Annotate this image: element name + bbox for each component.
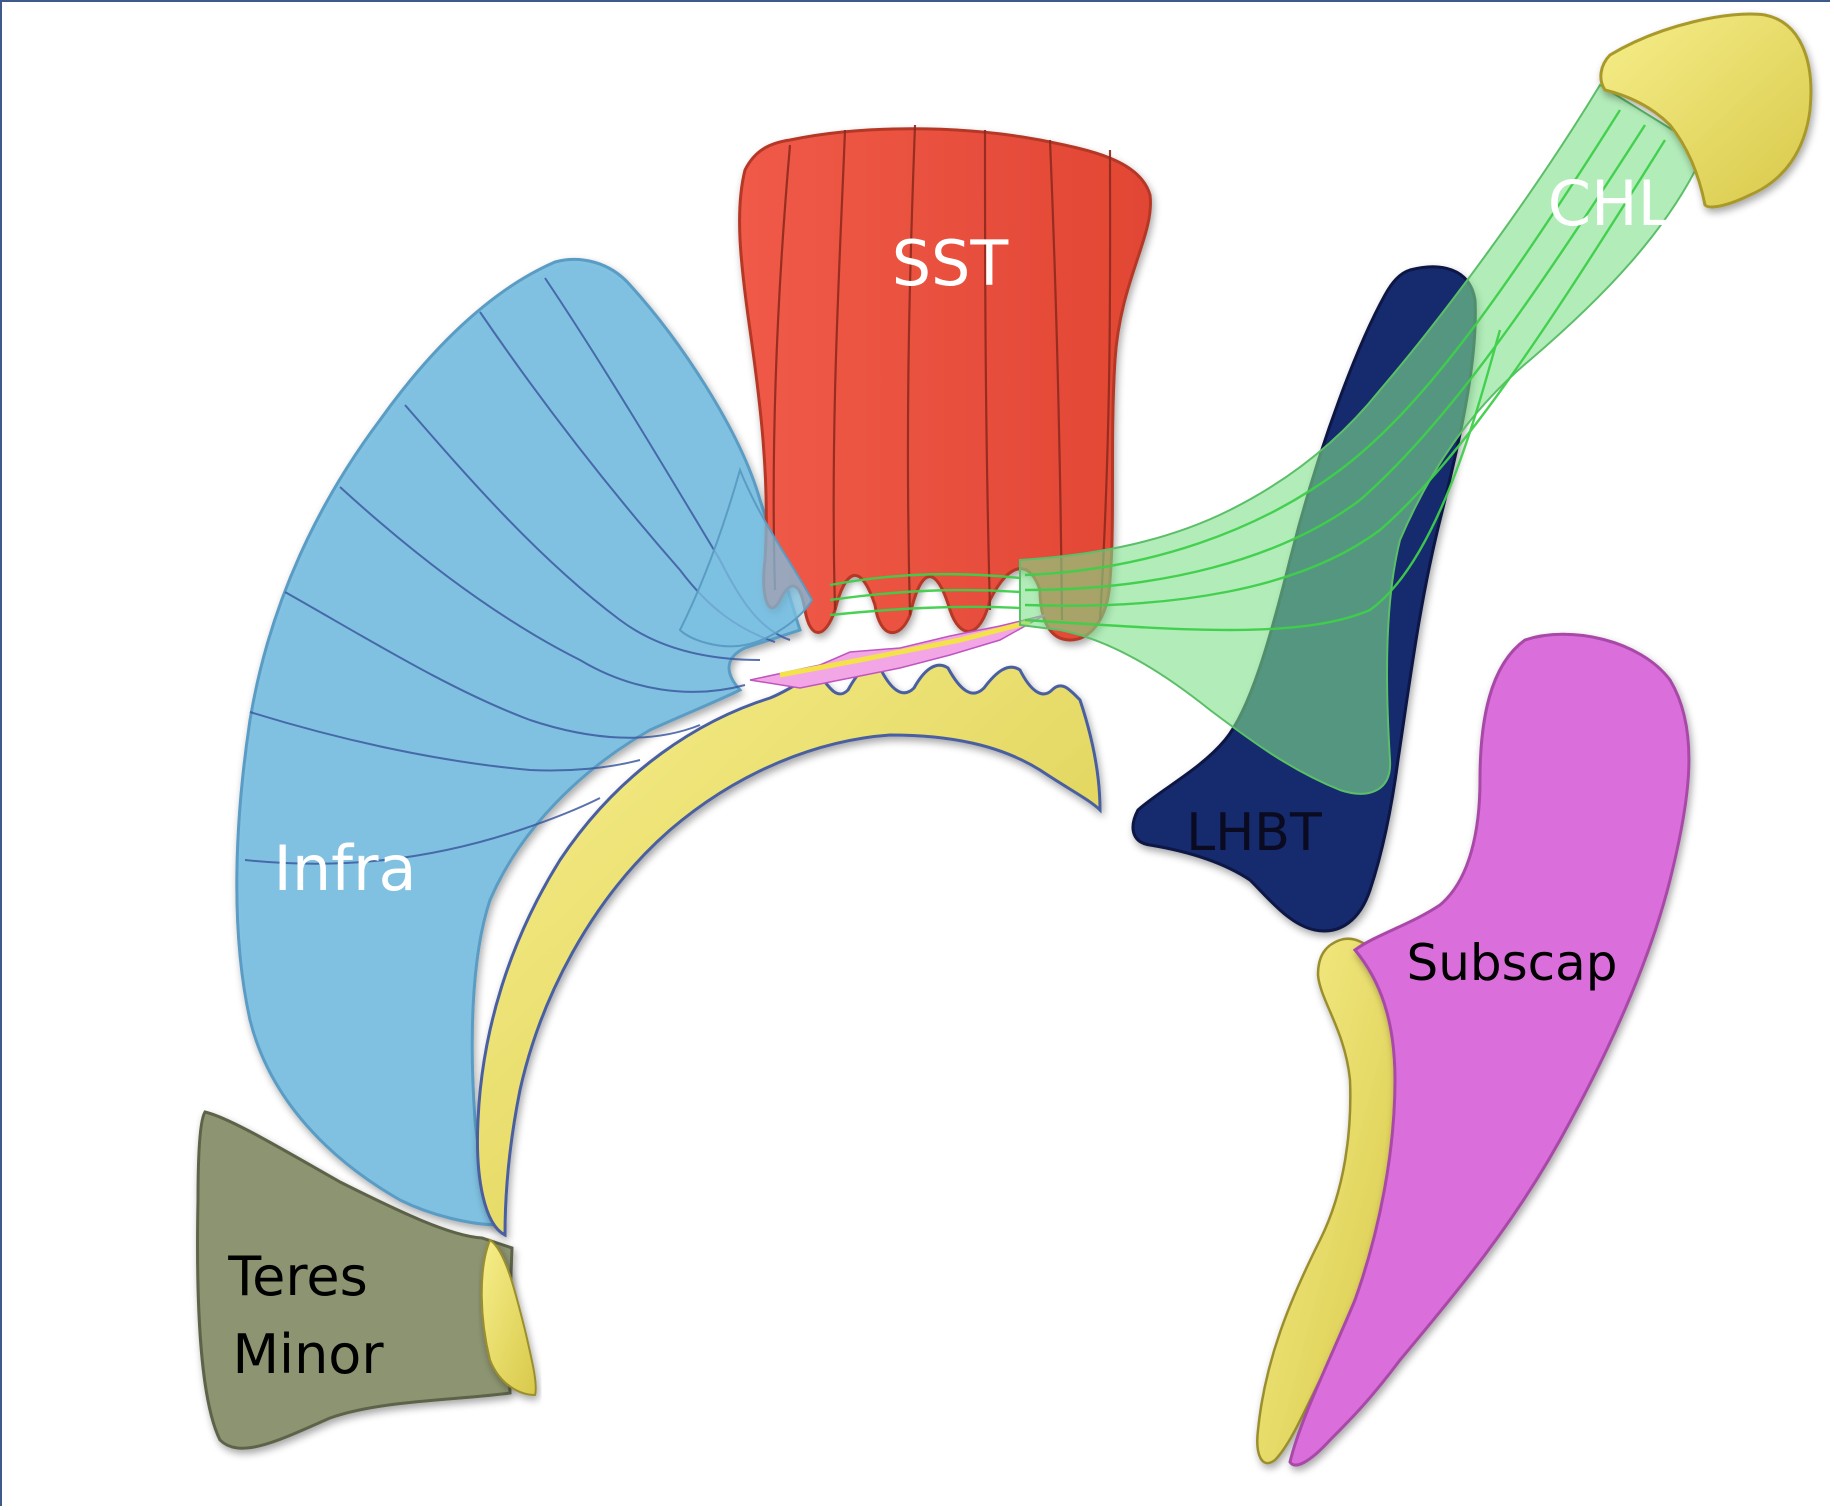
infraspinatus-overlap [678,466,814,648]
teres-bone-piece [480,1238,537,1397]
lhbt-label: LHBT [1186,803,1322,863]
teres-minor-shape [196,1110,514,1450]
infra-label: Infra [274,832,417,905]
sst-label: SST [892,227,1010,300]
subscapularis-shape [1288,632,1691,1467]
impingement-spark-core [779,619,1031,678]
coracoid-bone [1599,12,1813,209]
supraspinatus-shape [738,127,1152,642]
subscap-label: Subscap [1406,934,1617,992]
chl-ligament-shape [1019,83,1707,795]
humeral-head-bone [476,663,1102,1238]
teres-minor-label-line2: Minor [232,1323,384,1386]
chl-label: CHL [1548,167,1673,240]
chl-fibers [829,109,1667,632]
teres-minor-label-line1: Teres [227,1245,367,1308]
supraspinatus-fibers [772,124,1112,621]
